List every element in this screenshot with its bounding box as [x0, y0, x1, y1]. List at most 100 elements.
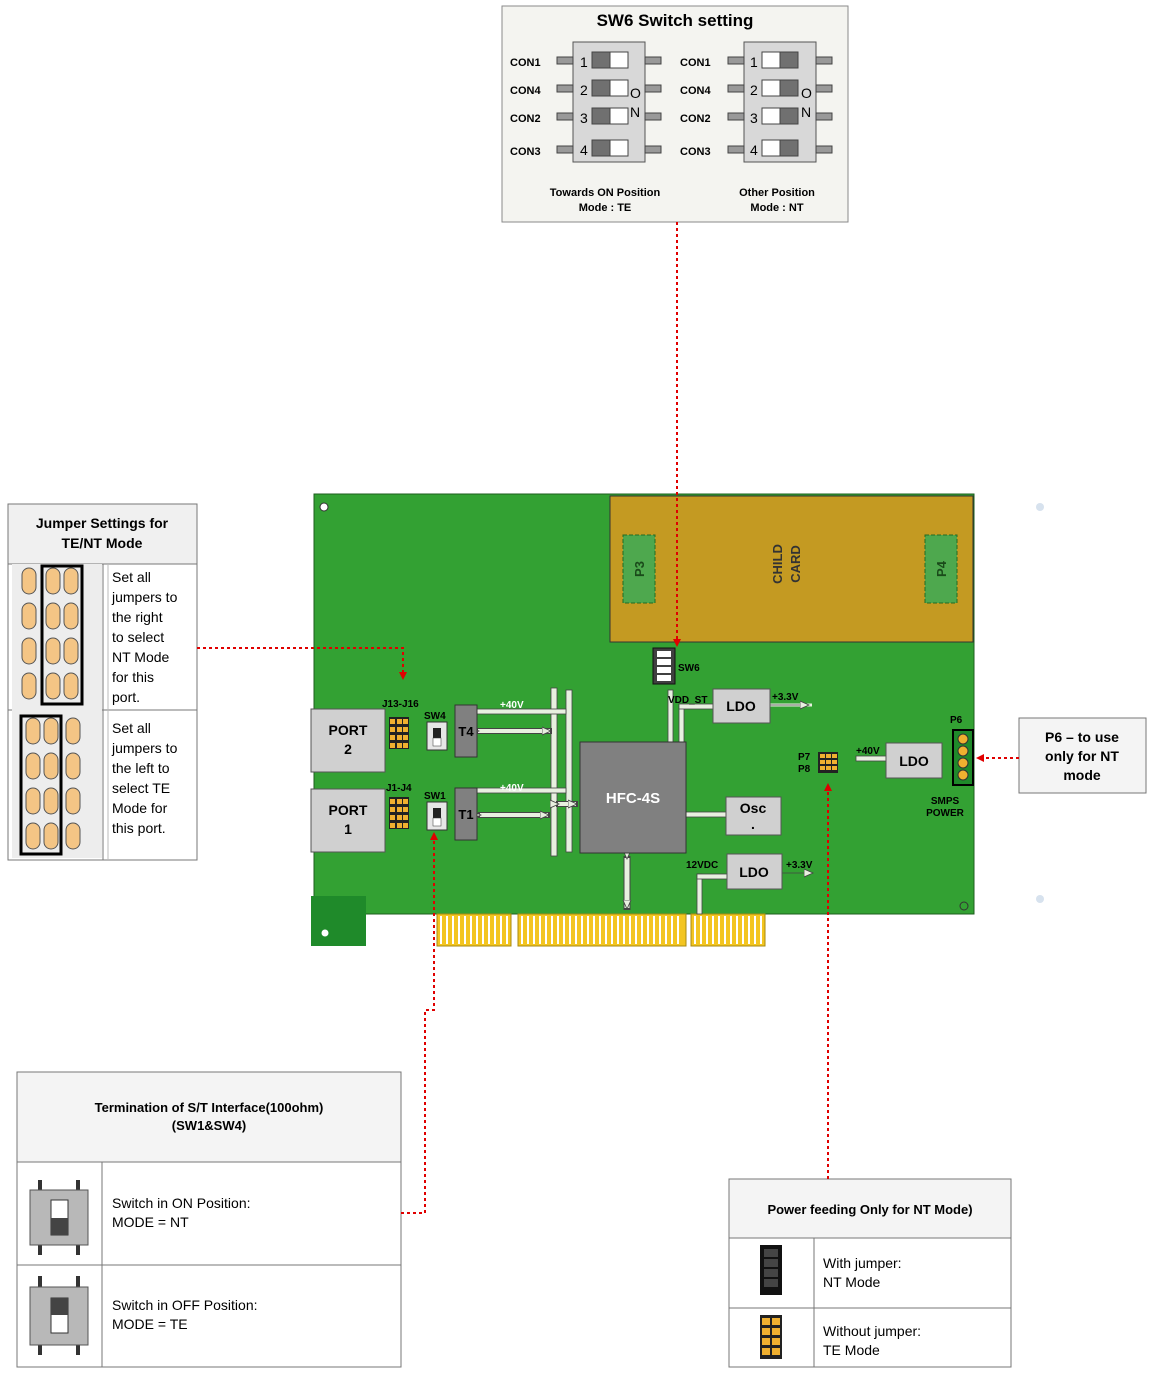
- svg-text:T4: T4: [458, 724, 474, 739]
- ldo-middle: LDO: [885, 742, 943, 779]
- pcb-board: CHILD CARD P3 P4 SW6: [310, 493, 975, 947]
- svg-text:CON3: CON3: [680, 146, 711, 158]
- svg-text:Mode for: Mode for: [112, 800, 168, 816]
- svg-text:POWER: POWER: [926, 808, 965, 819]
- svg-text:jumpers to: jumpers to: [111, 589, 178, 605]
- svg-text:+40V: +40V: [500, 783, 524, 794]
- svg-text:P3: P3: [632, 561, 647, 577]
- svg-text:mode: mode: [1063, 767, 1101, 783]
- switch-sw4: SW4: [424, 711, 448, 751]
- svg-text:CON2: CON2: [680, 113, 711, 125]
- power-panel-title: Power feeding Only for NT Mode): [767, 1202, 972, 1217]
- svg-text:PORT: PORT: [329, 722, 368, 738]
- svg-text:J1-J4: J1-J4: [386, 783, 412, 794]
- svg-text:the right: the right: [112, 609, 163, 625]
- svg-text:CARD: CARD: [788, 545, 803, 583]
- jumper-nt-illustration: [21, 564, 84, 706]
- port-1: PORT 1: [310, 788, 386, 853]
- svg-text:LDO: LDO: [739, 864, 769, 880]
- without-jumper-text: Without jumper:: [823, 1323, 921, 1339]
- svg-text:+3.3V: +3.3V: [772, 692, 799, 703]
- svg-text:4: 4: [750, 142, 758, 158]
- svg-text:only for NT: only for NT: [1045, 748, 1119, 764]
- svg-text:NT Mode: NT Mode: [112, 649, 170, 665]
- switch-on-icon: [29, 1180, 89, 1255]
- leader-termination: [401, 832, 438, 1214]
- svg-text:MODE = TE: MODE = TE: [112, 1316, 188, 1332]
- jumper-settings-panel: Jumper Settings for TE/NT Mode: [7, 503, 198, 861]
- power-feeding-panel: Power feeding Only for NT Mode) With jum…: [728, 1178, 1012, 1368]
- termination-title: Termination of S/T Interface(100ohm): [95, 1100, 324, 1115]
- svg-text:1: 1: [580, 54, 588, 70]
- svg-text:CON2: CON2: [510, 113, 541, 125]
- svg-text:TE Mode: TE Mode: [823, 1342, 880, 1358]
- svg-text:jumpers to: jumpers to: [111, 740, 178, 756]
- sw6-row-1: CON1 1 CON1 1: [510, 51, 833, 70]
- svg-text:to select: to select: [112, 629, 164, 645]
- termination-on-text: Switch in ON Position:: [112, 1195, 251, 1211]
- board-bracket-tab: [311, 896, 366, 946]
- svg-text:Set all: Set all: [112, 569, 151, 585]
- jumper-header-j1-j4: J1-J4: [386, 783, 412, 829]
- jumper-panel-title: Jumper Settings for: [36, 515, 169, 531]
- svg-text:MODE = NT: MODE = NT: [112, 1214, 189, 1230]
- svg-text:port.: port.: [112, 689, 140, 705]
- jumper-header-p7-p8: P7 P8: [798, 752, 838, 775]
- svg-text:for this: for this: [112, 669, 154, 685]
- svg-text:the left to: the left to: [112, 760, 170, 776]
- svg-text:PORT: PORT: [329, 802, 368, 818]
- jumper-nt-description: Set all jumpers to the right to select N…: [111, 569, 178, 705]
- sw6-left-caption: Towards ON Position: [550, 187, 661, 199]
- svg-text:3: 3: [750, 110, 758, 126]
- svg-text:TE/NT Mode: TE/NT Mode: [62, 535, 143, 551]
- p6-note-box: P6 – to use only for NT mode: [1018, 717, 1147, 794]
- switch-off-icon: [29, 1276, 89, 1355]
- svg-text:P8: P8: [798, 764, 811, 775]
- svg-text:P6: P6: [950, 715, 963, 726]
- svg-text:4: 4: [580, 142, 588, 158]
- sw6-switch-panel: SW6 Switch setting CON1 1 CON1 1 CON4 2: [501, 5, 849, 223]
- svg-text:2: 2: [580, 82, 588, 98]
- jumper-header-j13-j16: J13-J16: [382, 699, 419, 749]
- sw6-row-4: CON3 4 CON3 4: [510, 139, 833, 158]
- svg-text:LDO: LDO: [726, 698, 756, 714]
- svg-text:3: 3: [580, 110, 588, 126]
- svg-text:CHILD: CHILD: [770, 544, 785, 584]
- svg-text:Mode : NT: Mode : NT: [750, 202, 803, 214]
- jumper-te-illustration: [19, 714, 81, 856]
- svg-text:CON4: CON4: [510, 85, 541, 97]
- ldo-top: LDO: [712, 688, 771, 724]
- ldo-bottom: LDO: [726, 853, 783, 890]
- svg-text:+3.3V: +3.3V: [786, 860, 813, 871]
- svg-text:LDO: LDO: [899, 753, 929, 769]
- leader-jumpers: [197, 647, 407, 680]
- svg-text:2: 2: [344, 741, 352, 757]
- svg-text:N: N: [801, 104, 811, 120]
- with-jumper-text: With jumper:: [823, 1255, 902, 1271]
- svg-text:P4: P4: [934, 560, 949, 577]
- svg-text:SW4: SW4: [424, 711, 446, 722]
- svg-text:select TE: select TE: [112, 780, 170, 796]
- sw6-on-letter-n: N: [630, 104, 640, 120]
- svg-text:Mode : TE: Mode : TE: [579, 202, 632, 214]
- svg-text:CON1: CON1: [510, 57, 541, 69]
- svg-text:+40V: +40V: [500, 700, 524, 711]
- svg-text:SMPS: SMPS: [931, 796, 960, 807]
- with-jumper-icon: [760, 1245, 782, 1295]
- svg-text:NT Mode: NT Mode: [823, 1274, 881, 1290]
- svg-text:CON1: CON1: [680, 57, 711, 69]
- connector-p4: [924, 534, 958, 604]
- termination-off-text: Switch in OFF Position:: [112, 1297, 258, 1313]
- child-card: CHILD CARD P3 P4: [609, 495, 974, 643]
- svg-text:this port.: this port.: [112, 820, 166, 836]
- svg-text:HFC-4S: HFC-4S: [606, 790, 660, 807]
- svg-text:.: .: [751, 816, 755, 832]
- board-traces: [475, 687, 887, 915]
- sw6-panel-title: SW6 Switch setting: [597, 11, 754, 30]
- svg-text:12VDC: 12VDC: [686, 860, 718, 871]
- svg-text:Set all: Set all: [112, 720, 151, 736]
- svg-text:P6 – to use: P6 – to use: [1045, 729, 1119, 745]
- svg-text:SW1: SW1: [424, 791, 446, 802]
- leader-lines: [197, 222, 1019, 1214]
